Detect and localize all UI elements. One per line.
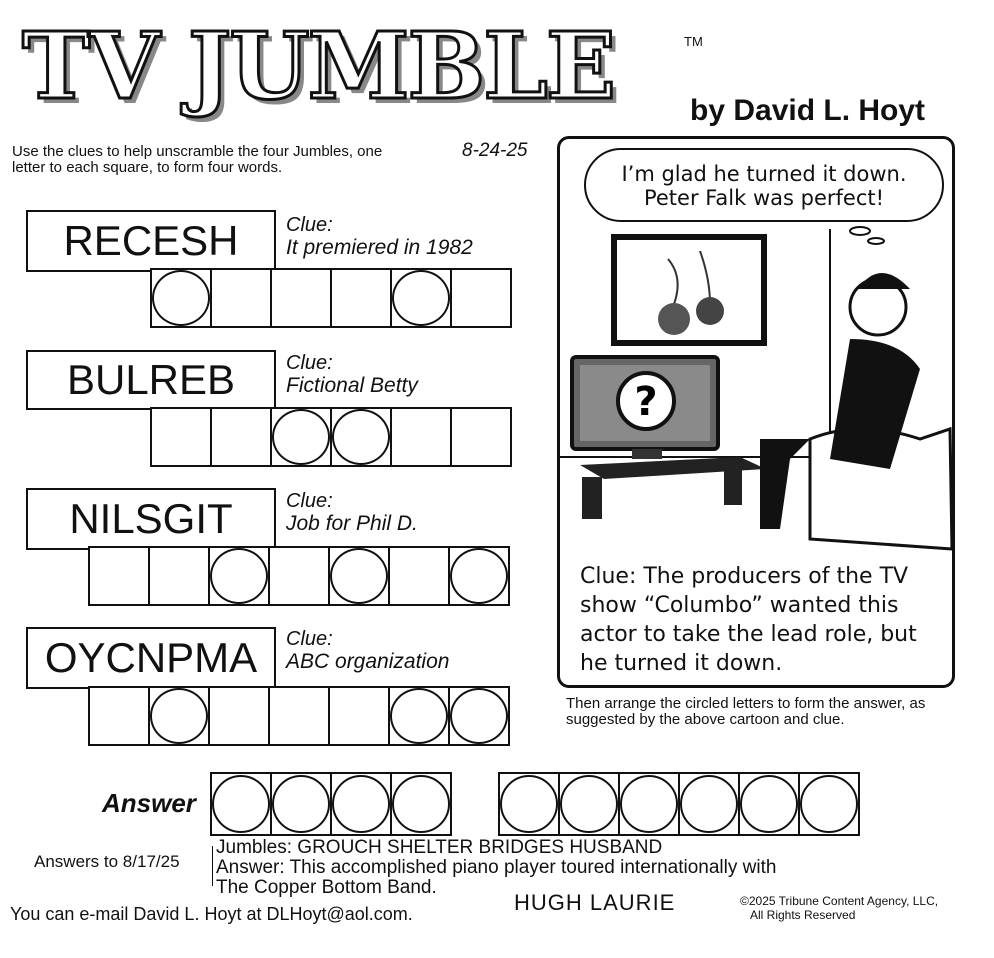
circled-letter-marker xyxy=(210,548,268,604)
clue-text-3: Job for Phil D. xyxy=(286,512,418,535)
answer-letter-cell[interactable] xyxy=(738,772,800,836)
answer-circle xyxy=(680,775,738,833)
answer-letter-cell[interactable] xyxy=(210,772,272,836)
answer-letter-cell[interactable] xyxy=(330,772,392,836)
previous-answer-line-2: The Copper Bottom Band. xyxy=(216,877,437,898)
circled-letter-marker xyxy=(272,409,330,465)
letter-cell[interactable] xyxy=(148,546,210,606)
letter-cell[interactable] xyxy=(390,407,452,467)
answer-circle xyxy=(392,775,450,833)
answer-circle xyxy=(620,775,678,833)
previous-answers-label: Answers to 8/17/25 xyxy=(34,852,180,871)
answer-letter-cell[interactable] xyxy=(618,772,680,836)
copyright-line-2: All Rights Reserved xyxy=(750,908,856,922)
letter-cell[interactable] xyxy=(268,686,330,746)
instructions: Use the clues to help unscramble the fou… xyxy=(12,143,383,176)
circled-letter-marker xyxy=(332,409,390,465)
circled-letter-marker xyxy=(330,548,388,604)
tv-question-mark: ? xyxy=(634,379,657,425)
answer-cells-3[interactable] xyxy=(88,546,510,606)
letter-cell[interactable] xyxy=(448,546,510,606)
circled-letter-marker xyxy=(152,270,210,326)
letter-cell[interactable] xyxy=(150,407,212,467)
answer-circle xyxy=(500,775,558,833)
jumble-word-1: RECESH xyxy=(26,210,276,272)
answer-circle xyxy=(272,775,330,833)
cartoon-illustration: ? xyxy=(560,226,952,551)
clue-label-4: Clue: xyxy=(286,628,333,650)
letter-cell[interactable] xyxy=(270,407,332,467)
email-note: You can e-mail David L. Hoyt at DLHoyt@a… xyxy=(10,904,413,924)
trademark-mark: TM xyxy=(684,34,703,49)
letter-cell[interactable] xyxy=(148,686,210,746)
answer-circle xyxy=(560,775,618,833)
answer-cells-1[interactable] xyxy=(150,268,512,328)
previous-jumbles: Jumbles: GROUCH SHELTER BRIDGES HUSBAND xyxy=(216,837,663,858)
clue-text-1: It premiered in 1982 xyxy=(286,236,473,259)
answer-circle xyxy=(740,775,798,833)
speech-bubble: I’m glad he turned it down. Peter Falk w… xyxy=(584,148,944,222)
circled-letter-marker xyxy=(392,270,450,326)
arrange-instructions: Then arrange the circled letters to form… xyxy=(566,695,926,728)
jumble-word-3: NILSGIT xyxy=(26,488,276,550)
letter-cell[interactable] xyxy=(390,268,452,328)
letter-cell[interactable] xyxy=(450,268,512,328)
previous-answers: Jumbles: GROUCH SHELTER BRIDGES HUSBAND … xyxy=(216,838,976,898)
cartoon-panel: ? xyxy=(557,136,955,688)
letter-cell[interactable] xyxy=(388,686,450,746)
answer-label: Answer xyxy=(102,788,196,818)
letter-cell[interactable] xyxy=(88,686,150,746)
answer-circle xyxy=(212,775,270,833)
answer-letter-cell[interactable] xyxy=(678,772,740,836)
letter-cell[interactable] xyxy=(210,268,272,328)
answer-cells-2[interactable] xyxy=(150,407,512,467)
previous-final-answer: HUGH LAURIE xyxy=(514,890,676,915)
clue-label-1: Clue: xyxy=(286,214,333,236)
circled-letter-marker xyxy=(150,688,208,744)
letter-cell[interactable] xyxy=(450,407,512,467)
clue-text-2: Fictional Betty xyxy=(286,374,418,397)
letter-cell[interactable] xyxy=(268,546,330,606)
answer-circle xyxy=(332,775,390,833)
letter-cell[interactable] xyxy=(388,546,450,606)
clue-label-2: Clue: xyxy=(286,352,333,374)
letter-cell[interactable] xyxy=(328,546,390,606)
clue-label-3: Clue: xyxy=(286,490,333,512)
answer-letter-cell[interactable] xyxy=(798,772,860,836)
letter-cell[interactable] xyxy=(270,268,332,328)
letter-cell[interactable] xyxy=(88,546,150,606)
answer-cells-4[interactable] xyxy=(88,686,510,746)
answer-word-2[interactable] xyxy=(498,772,860,836)
letter-cell[interactable] xyxy=(150,268,212,328)
copyright-line-1: ©2025 Tribune Content Agency, LLC, xyxy=(740,894,939,908)
letter-cell[interactable] xyxy=(210,407,272,467)
letter-cell[interactable] xyxy=(208,686,270,746)
puzzle-date: 8-24-25 xyxy=(462,140,528,161)
letter-cell[interactable] xyxy=(208,546,270,606)
answer-letter-cell[interactable] xyxy=(558,772,620,836)
divider-line xyxy=(212,846,213,886)
speech-line-2: Peter Falk was perfect! xyxy=(643,186,885,210)
previous-answer-line-1: Answer: This accomplished piano player t… xyxy=(216,857,777,878)
letter-cell[interactable] xyxy=(330,268,392,328)
answer-letter-cell[interactable] xyxy=(270,772,332,836)
speech-line-1: I’m glad he turned it down. xyxy=(621,162,907,186)
circled-letter-marker xyxy=(390,688,448,744)
letter-cell[interactable] xyxy=(330,407,392,467)
circled-letter-marker xyxy=(450,548,508,604)
copyright: ©2025 Tribune Content Agency, LLC, All R… xyxy=(740,894,938,922)
letter-cell[interactable] xyxy=(328,686,390,746)
cartoon-clue: Clue: The producers of the TV show “Colu… xyxy=(580,564,917,676)
author-byline: by David L. Hoyt xyxy=(690,94,926,127)
jumble-word-4: OYCNPMA xyxy=(26,627,276,689)
puzzle-title: TV JUMBLE xyxy=(20,12,617,120)
answer-circle xyxy=(800,775,858,833)
answer-letter-cell[interactable] xyxy=(498,772,560,836)
clue-text-4: ABC organization xyxy=(286,650,450,673)
answer-letter-cell[interactable] xyxy=(390,772,452,836)
circled-letter-marker xyxy=(450,688,508,744)
jumble-word-2: BULREB xyxy=(26,350,276,410)
letter-cell[interactable] xyxy=(448,686,510,746)
answer-word-1[interactable] xyxy=(210,772,452,836)
